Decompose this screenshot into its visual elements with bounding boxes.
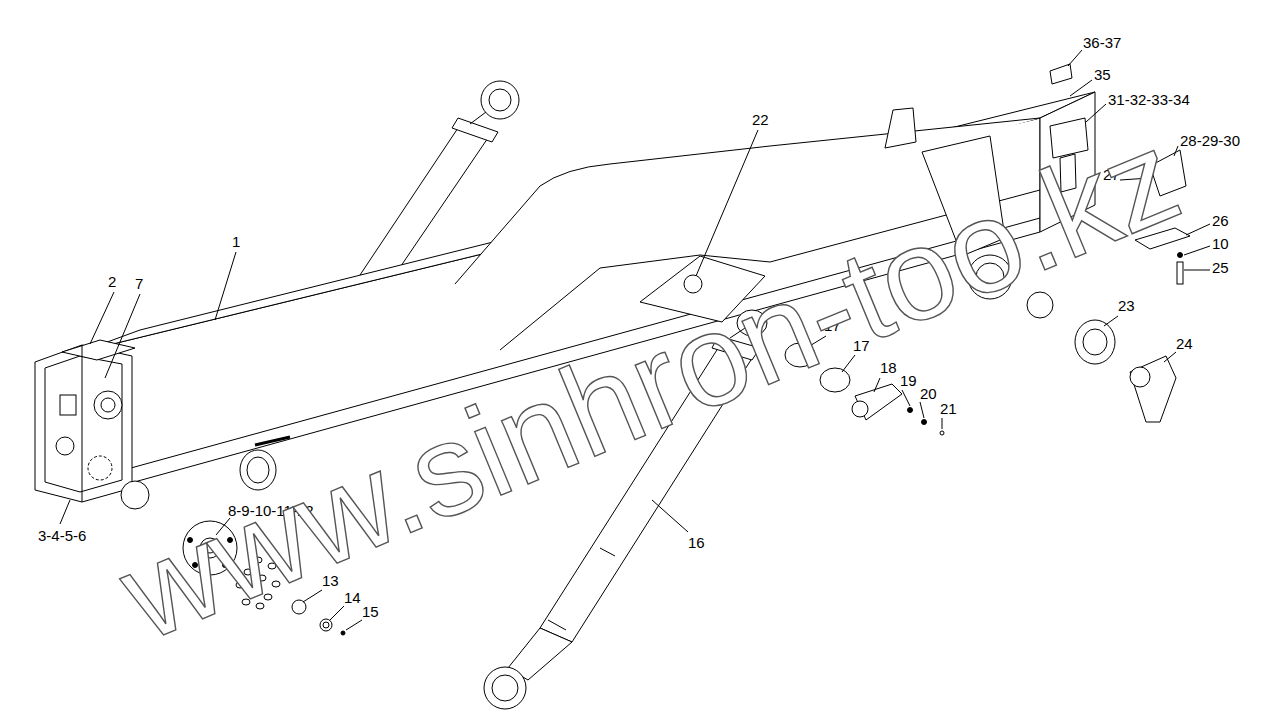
- callout-number: 7: [135, 276, 143, 291]
- callout-number: 10: [1212, 236, 1229, 251]
- watermark: www.sinhron-too.kz: [104, 109, 1195, 660]
- callout-number: 16: [688, 535, 705, 550]
- callout-number: 1: [232, 234, 240, 249]
- callout-number: 14: [344, 590, 361, 605]
- callout-number: 23: [1118, 298, 1135, 313]
- callout-number: 24: [1176, 336, 1193, 351]
- callout-number: 2: [108, 274, 116, 289]
- callout-number: 25: [1212, 260, 1229, 275]
- callout-number: 35: [1094, 67, 1111, 82]
- callout-number: 22: [752, 112, 769, 127]
- callout-number: 31-32-33-34: [1108, 92, 1190, 107]
- callout-number: 3-4-5-6: [38, 528, 86, 543]
- end-frame: [35, 340, 135, 502]
- callout-number: 19: [900, 373, 917, 388]
- callout-number: 15: [362, 604, 379, 619]
- callout-number: 28-29-30: [1180, 133, 1240, 148]
- callout-number: 21: [940, 401, 957, 416]
- callout-number: 20: [920, 386, 937, 401]
- callout-number: 26: [1212, 213, 1229, 228]
- callout-number: 36-37: [1083, 35, 1121, 50]
- callout-number: 18: [880, 360, 897, 375]
